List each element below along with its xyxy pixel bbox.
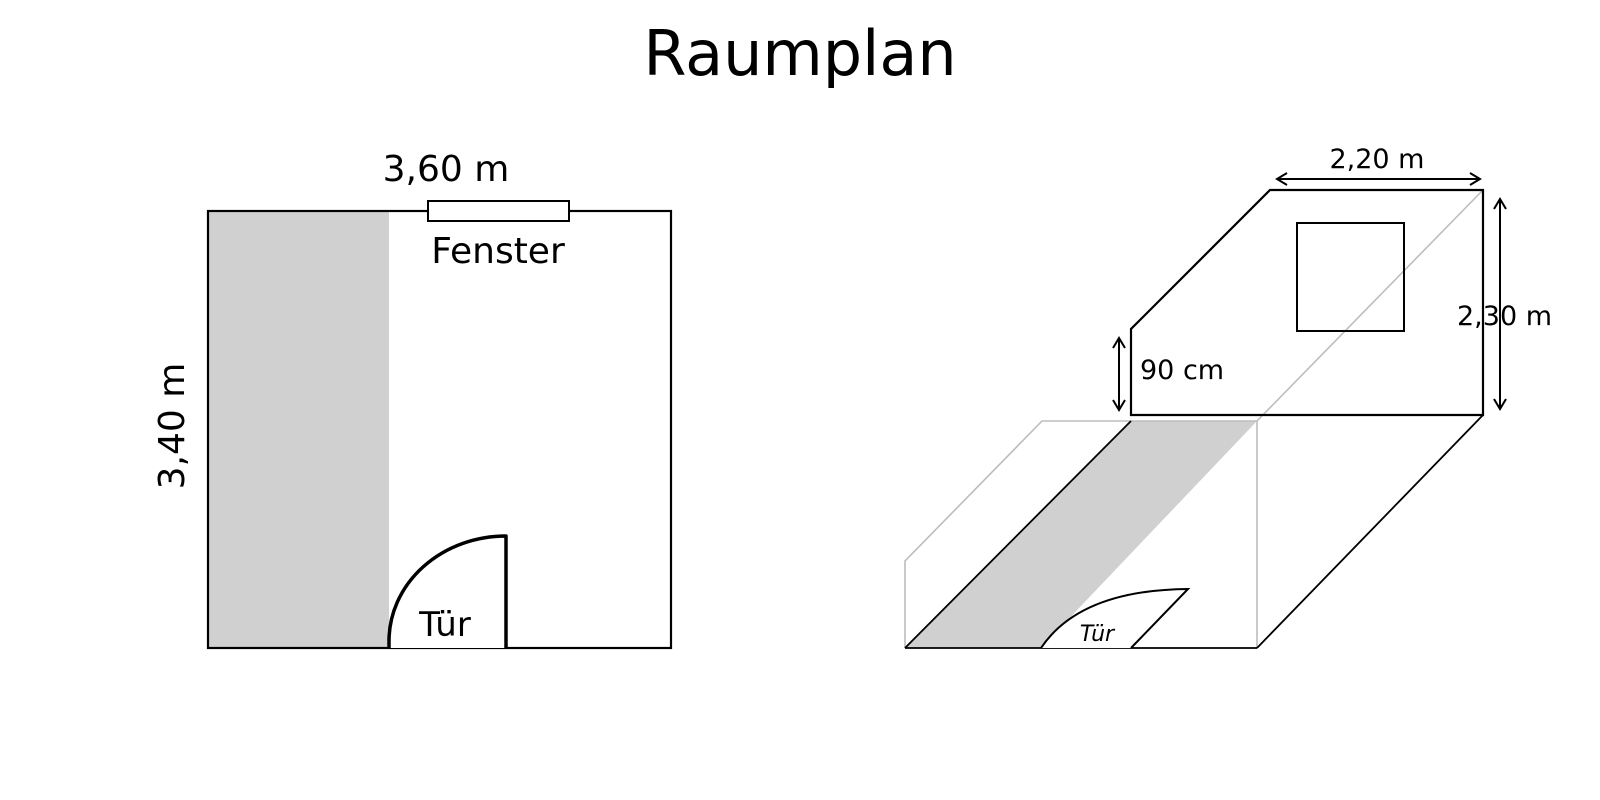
isometric-view: Tür 2,20 m 2,30 m 90 cm [904, 144, 1552, 649]
dimension-arrows [1112, 172, 1507, 412]
roof-window-symbol [1296, 222, 1405, 332]
page-title: Raumplan [643, 17, 957, 90]
iso-door-label: Tür [1080, 622, 1116, 647]
front-wall-outline [1129, 188, 1485, 417]
iso-height-label: 2,30 m [1457, 301, 1552, 332]
sloped-floor-shaded-area [905, 421, 1257, 648]
room-depth-label: 3,40 m [152, 363, 193, 490]
iso-width-label: 2,20 m [1329, 144, 1424, 175]
door-swing-arc [387, 534, 508, 648]
door-label: Tür [418, 605, 471, 645]
sloped-ceiling-shaded-area [208, 211, 389, 648]
window-label: Fenster [431, 231, 565, 272]
floor-plan: 3,60 m Fenster 3,40 m Tür [152, 149, 673, 650]
knee-wall-height-label: 90 cm [1140, 355, 1224, 386]
window-symbol [427, 200, 570, 222]
iso-door-swing-arc [1040, 587, 1191, 649]
hidden-edges [904, 189, 1484, 648]
room-width-label: 3,60 m [383, 149, 510, 190]
